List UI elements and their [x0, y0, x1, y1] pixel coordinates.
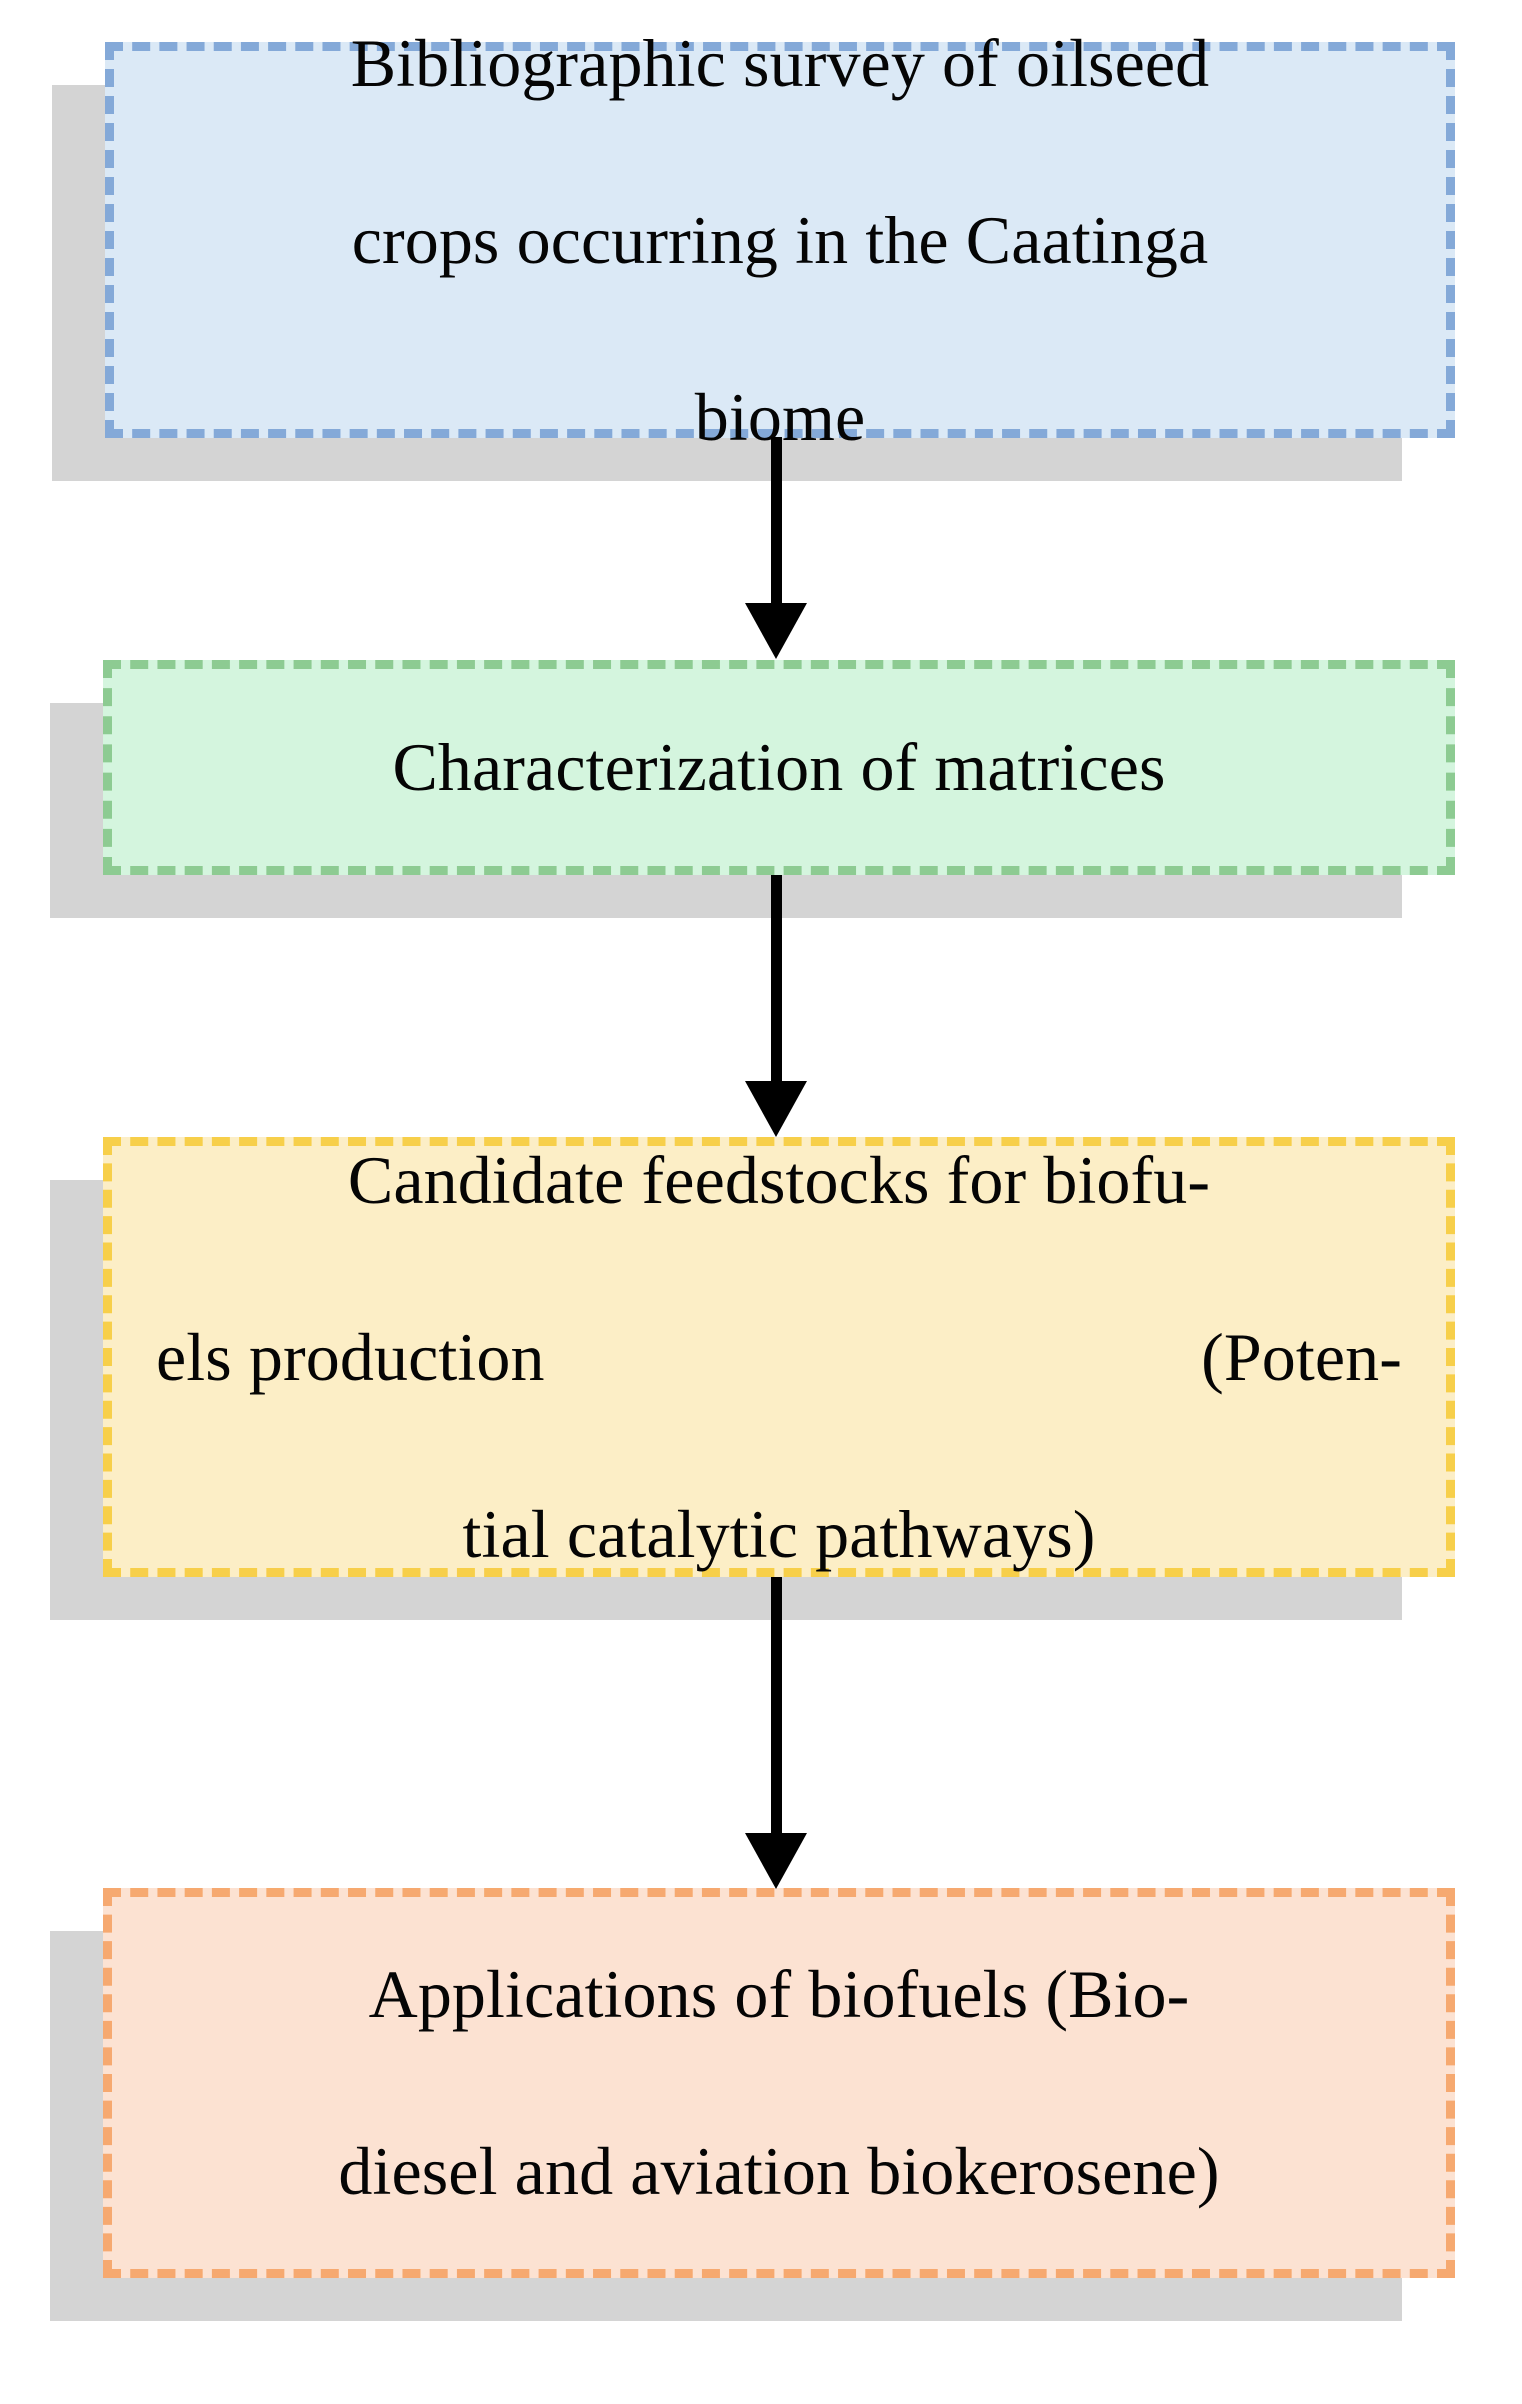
node-text-line: Characterization of matrices [392, 729, 1166, 806]
node-body[interactable]: Applications of biofuels (Bio- diesel an… [103, 1888, 1455, 2278]
characterization-node[interactable]: Characterization of matrices [50, 660, 1455, 918]
node-text-fragment-left: els production [156, 1318, 545, 1395]
down-arrow-icon [745, 1577, 807, 1889]
arrow-shaft [771, 1577, 782, 1837]
node-text-line: Bibliographic survey of oilseed [350, 25, 1210, 102]
characterization-label: Characterization of matrices [112, 635, 1446, 900]
node-text-line: Applications of biofuels (Bio- [368, 1956, 1190, 2033]
node-body[interactable]: Bibliographic survey of oilseed crops oc… [105, 25, 1455, 455]
bibliographic-survey-node[interactable]: Bibliographic survey of oilseed crops oc… [52, 25, 1455, 481]
arrow-head [745, 1081, 807, 1137]
down-arrow-icon [745, 437, 807, 659]
node-text-line: Candidate feedstocks for biofu- [347, 1142, 1211, 1219]
arrow-head [745, 603, 807, 659]
applications-label: Applications of biofuels (Bio- diesel an… [112, 1862, 1446, 2304]
candidate-feedstocks-label: Candidate feedstocks for biofu- els prod… [112, 1048, 1446, 1667]
applications-node[interactable]: Applications of biofuels (Bio- diesel an… [50, 1888, 1455, 2321]
node-body[interactable]: Characterization of matrices [103, 660, 1455, 875]
node-text-line: crops occurring in the Caatinga [351, 201, 1209, 278]
down-arrow-icon [745, 875, 807, 1137]
node-body[interactable]: Candidate feedstocks for biofu- els prod… [103, 1137, 1455, 1577]
candidate-feedstocks-node[interactable]: Candidate feedstocks for biofu- els prod… [50, 1137, 1455, 1620]
arrow-head [745, 1833, 807, 1889]
bibliographic-survey-label: Bibliographic survey of oilseed crops oc… [114, 0, 1446, 549]
node-text-line: diesel and aviation biokerosene) [338, 2133, 1220, 2210]
arrow-shaft [771, 875, 782, 1085]
arrow-shaft [771, 437, 782, 607]
node-text-line: tial catalytic pathways) [462, 1495, 1096, 1572]
node-text-line: els production (Poten- [156, 1313, 1402, 1401]
node-text-fragment-right: (Poten- [1201, 1318, 1402, 1395]
